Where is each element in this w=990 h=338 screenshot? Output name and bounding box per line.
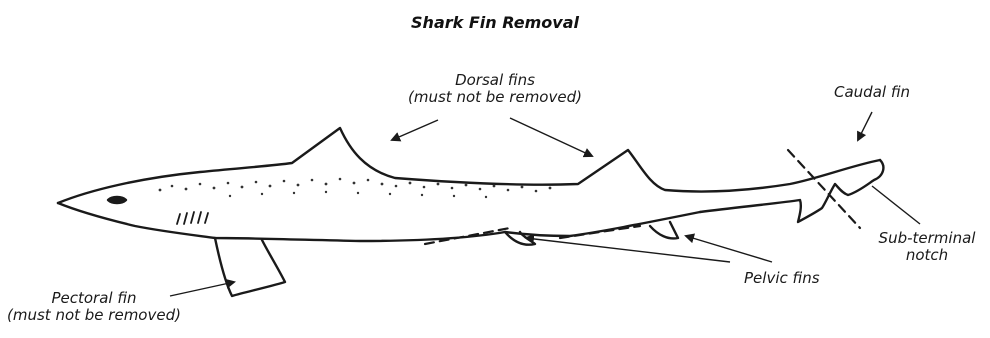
dorsal-arrow-right	[510, 118, 592, 156]
body-spots	[159, 178, 552, 199]
subterminal-notch-label: Sub-terminal notch	[868, 230, 986, 264]
dorsal-fins-label: Dorsal fins (must not be removed)	[395, 72, 595, 106]
dorsal-fins-label-line1: Dorsal fins	[395, 72, 595, 89]
dorsal-arrow-left	[392, 120, 438, 140]
anal-fin	[650, 222, 678, 238]
subterminal-label-line1: Sub-terminal	[868, 230, 986, 247]
pectoral-fin	[215, 238, 285, 296]
subterminal-pointer	[872, 186, 920, 224]
subterminal-label-line2: notch	[868, 247, 986, 264]
shark-body-upper	[58, 128, 880, 203]
gill-slits	[177, 212, 208, 224]
pelvic-arrow-left	[526, 238, 730, 262]
shark-body-lower	[58, 203, 700, 241]
pectoral-label-line1: Pectoral fin	[4, 290, 184, 307]
caudal-arrow	[858, 112, 872, 140]
shark-eye	[108, 197, 126, 203]
pectoral-fin-label: Pectoral fin (must not be removed)	[4, 290, 184, 324]
dorsal-fins-label-line2: (must not be removed)	[395, 89, 595, 106]
caudal-fin-label: Caudal fin	[834, 84, 910, 101]
pelvic-fins-label: Pelvic fins	[744, 270, 820, 287]
pectoral-label-line2: (must not be removed)	[4, 307, 184, 324]
